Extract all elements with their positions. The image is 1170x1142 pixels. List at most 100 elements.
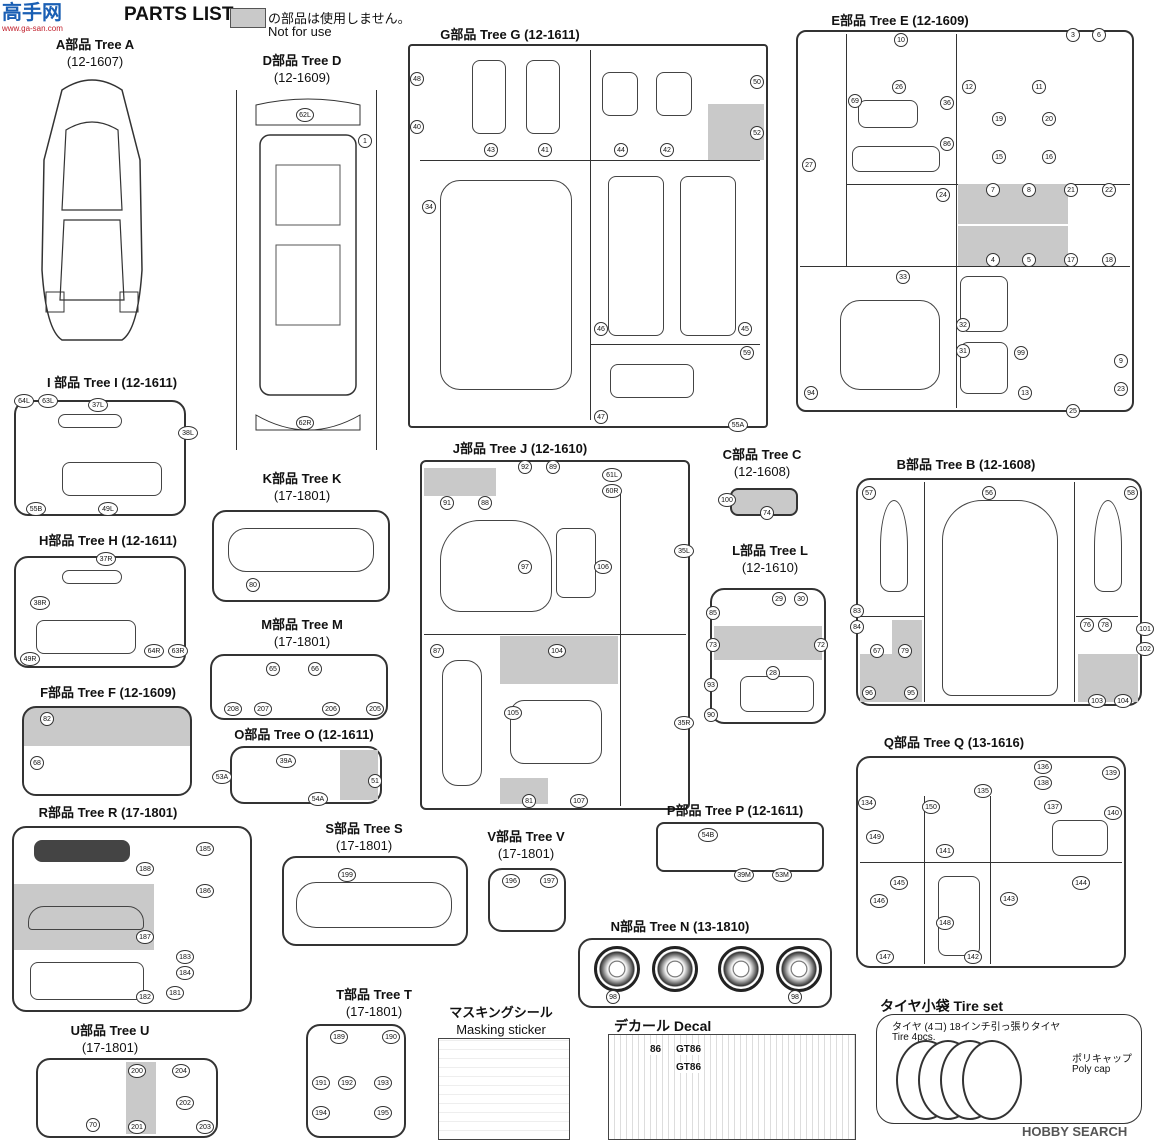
part-num-e-14: 16: [1042, 150, 1056, 164]
tree-b-lamp-left: [880, 500, 908, 592]
part-num-d-1: 1: [358, 134, 372, 148]
part-num-g-5: 42: [660, 143, 674, 157]
tree-p-label: P部品 Tree P (12-1611): [666, 803, 804, 818]
tree-p-frame: [656, 822, 824, 872]
part-num-f-1: 68: [30, 756, 44, 770]
part-num-h-4: 63R: [168, 644, 188, 658]
part-num-b-5: 67: [870, 644, 884, 658]
part-num-e-20: 5: [1022, 253, 1036, 267]
part-num-g-8: 34: [422, 200, 436, 214]
tree-b-divider-1: [924, 482, 925, 702]
tree-g-seat-4: [656, 72, 692, 116]
part-num-g-9: 46: [594, 322, 608, 336]
part-num-i-1: 63L: [38, 394, 58, 408]
tree-e-gray-wheels-2: [958, 226, 1068, 266]
part-num-e-2: 36: [940, 96, 954, 110]
part-num-b-2: 58: [1124, 486, 1138, 500]
part-num-n-0: 98: [606, 990, 620, 1004]
part-num-e-1: 26: [892, 80, 906, 94]
part-num-e-11: 19: [992, 112, 1006, 126]
tree-m-label: M部品 Tree M(17-1801): [261, 617, 343, 649]
part-num-m-4: 206: [322, 702, 340, 716]
part-num-e-28: 13: [1018, 386, 1032, 400]
part-num-m-0: 65: [266, 662, 280, 676]
brand-logo: 高手网 www.ga-san.com: [2, 2, 63, 33]
part-num-e-18: 22: [1102, 183, 1116, 197]
part-num-m-3: 207: [254, 702, 272, 716]
tree-r-grille: [34, 840, 130, 862]
brand-url: www.ga-san.com: [2, 24, 63, 33]
part-num-e-9: 3: [1066, 28, 1080, 42]
tree-t-label: T部品 Tree T(17-1801): [336, 987, 412, 1019]
part-num-d-2: 62R: [296, 416, 314, 430]
masking-sheet: [438, 1038, 570, 1140]
tree-g-seat-right: [526, 60, 560, 134]
part-num-l-7: 90: [704, 708, 718, 722]
part-num-g-7: 52: [750, 126, 764, 140]
part-num-f-0: 82: [40, 712, 54, 726]
tree-r-diffuser: [30, 962, 144, 1000]
tree-q-divider-3: [990, 796, 991, 964]
part-num-l-2: 85: [706, 606, 720, 620]
tree-e-panel: [858, 100, 918, 128]
part-num-e-23: 33: [896, 270, 910, 284]
part-num-j-8: 35L: [674, 544, 694, 558]
tree-d-runner-right: [376, 90, 377, 450]
part-num-i-0: 64L: [14, 394, 34, 408]
tree-l-label: L部品 Tree L(12-1610): [732, 543, 808, 575]
part-num-d-0: 62L: [296, 108, 314, 122]
part-num-t-3: 192: [338, 1076, 356, 1090]
tree-k-label: K部品 Tree K(17-1801): [262, 471, 342, 503]
tree-e-divider-4: [956, 34, 957, 408]
legend-text-jp: の部品は使用しません。: [268, 11, 411, 26]
tree-b-label: B部品 Tree B (12-1608): [896, 457, 1036, 472]
tree-q-divider-1: [860, 862, 1122, 863]
part-num-g-11: 59: [740, 346, 754, 360]
part-num-e-8: 11: [1032, 80, 1046, 94]
decal-badge-2: GT86: [676, 1062, 702, 1073]
part-num-l-0: 29: [772, 592, 786, 606]
part-num-r-3: 187: [136, 930, 154, 944]
tire-set-desc-jp: タイヤ (4コ) 18インチ引っ張りタイヤ: [892, 1022, 1061, 1033]
part-num-r-7: 182: [136, 990, 154, 1004]
part-num-r-0: 188: [136, 862, 154, 876]
part-num-j-2: 61L: [602, 468, 622, 482]
tree-i-label: I 部品 Tree I (12-1611): [46, 375, 178, 390]
tree-q-label: Q部品 Tree Q (13-1616): [883, 735, 1025, 750]
tree-m-frame: [210, 654, 388, 720]
part-num-j-1: 89: [546, 460, 560, 474]
brand-logo-text: 高手网: [2, 2, 62, 24]
part-num-e-5: 27: [802, 158, 816, 172]
part-num-e-22: 18: [1102, 253, 1116, 267]
part-num-g-6: 50: [750, 75, 764, 89]
part-num-g-3: 41: [538, 143, 552, 157]
tree-e-dash: [840, 300, 940, 390]
part-num-q-9: 141: [936, 844, 954, 858]
part-num-b-0: 57: [862, 486, 876, 500]
part-num-q-3: 139: [1102, 766, 1120, 780]
tree-e-label: E部品 Tree E (12-1609): [831, 13, 969, 28]
tree-s-label: S部品 Tree S(17-1801): [325, 821, 403, 853]
tree-j-bumper: [442, 660, 482, 786]
part-num-m-2: 208: [224, 702, 242, 716]
part-num-q-8: 149: [866, 830, 884, 844]
part-num-u-4: 203: [196, 1120, 214, 1134]
part-num-t-5: 194: [312, 1106, 330, 1120]
tree-g-door-left: [608, 176, 664, 336]
part-num-g-12: 47: [594, 410, 608, 424]
part-num-q-11: 146: [870, 894, 888, 908]
tree-g-interior-tub: [440, 180, 572, 390]
tree-i-part-2: [62, 462, 162, 496]
part-num-g-0: 48: [410, 72, 424, 86]
tree-b-divider-2: [1074, 482, 1075, 702]
part-num-b-10: 102: [1136, 642, 1154, 656]
part-num-v-1: 197: [540, 874, 558, 888]
tree-n-label: N部品 Tree N (13-1810): [610, 919, 750, 934]
part-num-t-2: 191: [312, 1076, 330, 1090]
tree-j-panel: [556, 528, 596, 598]
tree-h-label: H部品 Tree H (12-1611): [38, 533, 178, 548]
tree-d-label: D部品 Tree D(12-1609): [262, 53, 342, 85]
part-num-t-4: 193: [374, 1076, 392, 1090]
tree-e-divider-3: [846, 34, 847, 266]
tree-d-runner-left: [236, 90, 237, 450]
